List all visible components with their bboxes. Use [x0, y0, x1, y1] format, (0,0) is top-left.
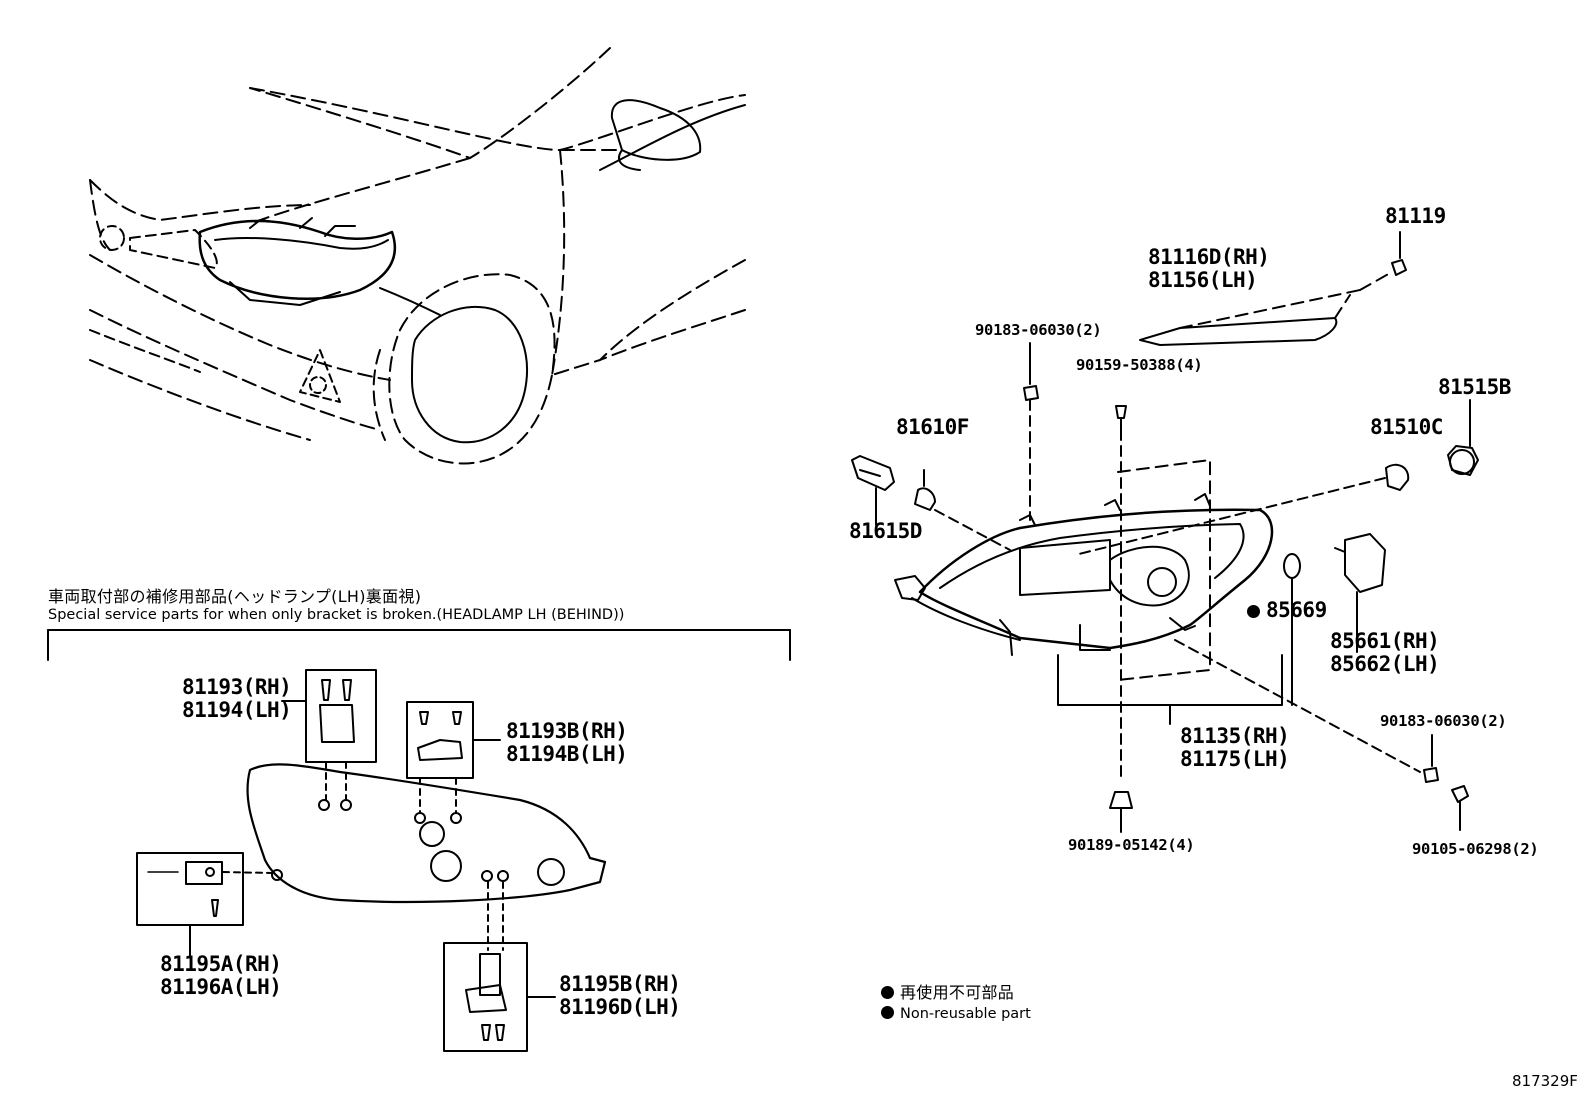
label-90183-bottom: 90183-06030(2): [1380, 712, 1507, 730]
legend-en: Non-reusable part: [881, 1006, 1031, 1022]
box-81193: [281, 669, 377, 801]
small-parts: [851, 231, 1479, 833]
special-service-title-en: Special service parts for when only brac…: [48, 607, 625, 623]
label-81515b: 81515B: [1438, 375, 1511, 399]
label-81196d: 81196D(LH): [559, 995, 681, 1019]
label-81196a: 81196A(LH): [160, 975, 282, 999]
label-81194: 81194(LH): [182, 698, 292, 722]
label-85669: 85669: [1247, 599, 1327, 622]
label-90105: 90105-06298(2): [1412, 840, 1539, 858]
label-81193-81194: 81193(RH) 81194(LH): [182, 675, 292, 722]
label-81193: 81193(RH): [182, 675, 292, 699]
label-81135-81175: 81135(RH) 81175(LH): [1180, 724, 1290, 771]
figure-id: 817329F: [1512, 1072, 1578, 1090]
label-81195b: 81195B(RH): [559, 972, 681, 996]
headlamp-back-view: [246, 763, 607, 904]
label-81195a-81196a: 81195A(RH) 81196A(LH): [160, 952, 282, 999]
label-90189: 90189-05142(4): [1068, 836, 1195, 854]
special-service-title-jp: 車両取付部の補修用部品(ヘッドランプ(LH)裏面視): [48, 587, 422, 606]
box-81195b: [443, 881, 556, 1052]
label-81195a: 81195A(RH): [160, 952, 282, 976]
legend-en-text: Non-reusable part: [900, 1006, 1031, 1022]
label-81510c: 81510C: [1370, 415, 1443, 439]
label-85662: 85662(LH): [1330, 652, 1440, 676]
label-90159: 90159-50388(4): [1076, 356, 1203, 374]
legend-dot-icon: [881, 986, 894, 999]
label-81116d: 81116D(RH): [1148, 245, 1270, 269]
label-81610f: 81610F: [896, 415, 969, 439]
label-81195b-81196d: 81195B(RH) 81196D(LH): [559, 972, 681, 1019]
label-81156: 81156(LH): [1148, 268, 1258, 292]
label-85669-text: 85669: [1266, 598, 1327, 622]
special-service-frame: [47, 629, 791, 661]
label-81175: 81175(LH): [1180, 747, 1290, 771]
label-81193b: 81193B(RH): [506, 719, 628, 743]
label-81135: 81135(RH): [1180, 724, 1290, 748]
headlamp-assembly: [894, 459, 1283, 725]
non-reusable-dot-icon: [1247, 605, 1260, 618]
vehicle-front-illustration: [89, 47, 746, 465]
legend-jp: 再使用不可部品: [881, 979, 1014, 1003]
legend-jp-text: 再使用不可部品: [900, 983, 1015, 1002]
label-85661-85662: 85661(RH) 85662(LH): [1330, 629, 1440, 676]
label-81119: 81119: [1385, 204, 1446, 228]
label-81193b-81194b: 81193B(RH) 81194B(LH): [506, 719, 628, 766]
label-81615d: 81615D: [849, 519, 922, 543]
label-81194b: 81194B(LH): [506, 742, 628, 766]
label-81116d-81156: 81116D(RH) 81156(LH): [1148, 245, 1270, 292]
label-90183-top: 90183-06030(2): [975, 321, 1102, 339]
box-81193b: [406, 701, 501, 813]
label-85661: 85661(RH): [1330, 629, 1440, 653]
box-81195a: [136, 852, 273, 959]
trim-strip: [1139, 289, 1361, 346]
legend-dot-icon-2: [881, 1006, 894, 1019]
